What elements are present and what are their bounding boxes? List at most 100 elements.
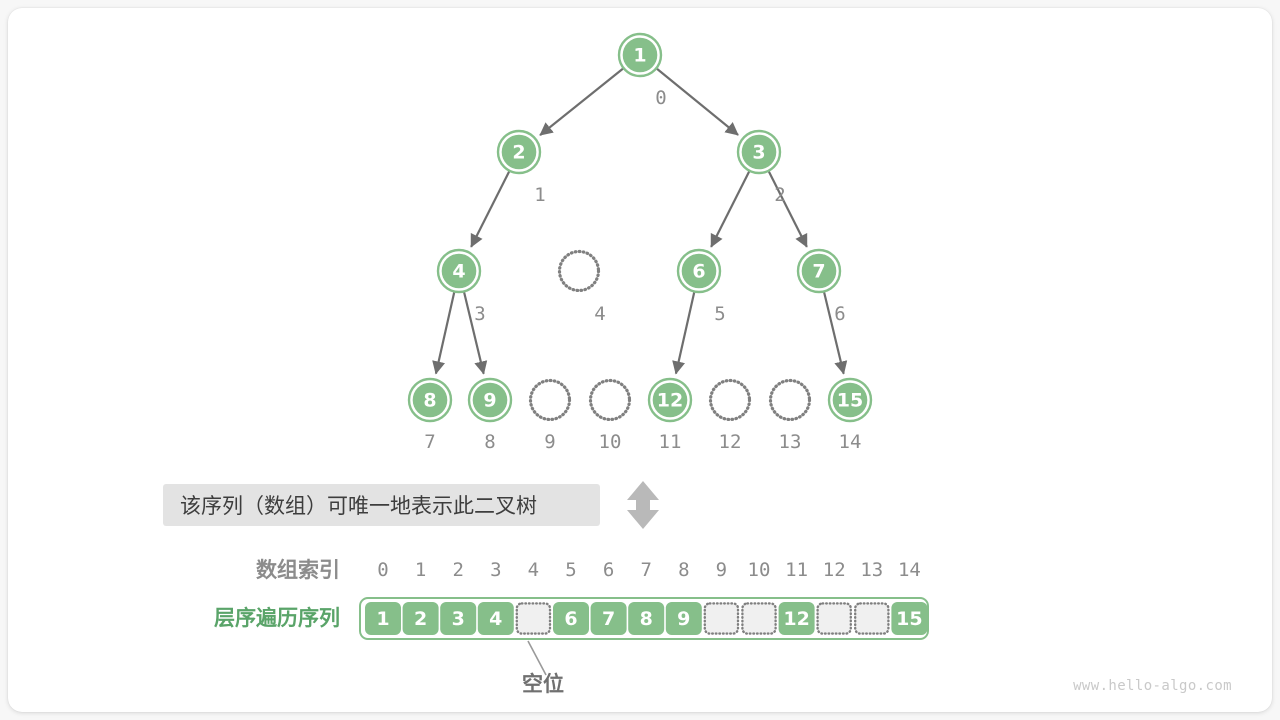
array-cell: 2 bbox=[402, 602, 439, 635]
tree-node-index: 7 bbox=[424, 431, 435, 453]
tree-node-index: 4 bbox=[594, 303, 605, 325]
tree-node-index: 3 bbox=[474, 303, 485, 325]
tree-node-value: 15 bbox=[837, 390, 863, 412]
array-cell-empty bbox=[703, 602, 740, 635]
tree-node-value: 9 bbox=[483, 390, 496, 412]
tree-node-empty bbox=[557, 249, 601, 293]
empty-slot-annotation: 空位 bbox=[522, 640, 564, 696]
caption-box: 该序列（数组）可唯一地表示此二叉树 bbox=[163, 484, 600, 526]
array-index-label: 1 bbox=[415, 559, 426, 581]
array-cell: 15 bbox=[891, 602, 928, 635]
tree-node-index: 9 bbox=[544, 431, 555, 453]
array-cell-value: 7 bbox=[602, 608, 615, 630]
diagram-card bbox=[8, 8, 1272, 712]
tree-node: 12 bbox=[647, 377, 693, 423]
tree-node-value: 4 bbox=[452, 261, 465, 283]
tree-node: 9 bbox=[467, 377, 513, 423]
tree-node-value: 8 bbox=[423, 390, 436, 412]
tree-node-index: 11 bbox=[659, 431, 682, 453]
tree-edge bbox=[470, 171, 511, 248]
tree-edge bbox=[539, 67, 624, 136]
tree-node-index: 8 bbox=[484, 431, 495, 453]
array-cell-value: 1 bbox=[376, 608, 389, 630]
tree-edge bbox=[463, 292, 488, 375]
array-cell-value: 2 bbox=[414, 608, 427, 630]
watermark: www.hello-algo.com bbox=[1073, 678, 1232, 694]
tree-node-index: 2 bbox=[774, 184, 785, 206]
tree-edge bbox=[823, 292, 848, 375]
array-cell-empty bbox=[741, 602, 777, 635]
array-index-label: 3 bbox=[490, 559, 501, 581]
tree-node: 8 bbox=[407, 377, 453, 423]
array-index-label: 4 bbox=[528, 559, 539, 581]
tree-edge bbox=[656, 68, 739, 136]
array-cell-value: 15 bbox=[896, 608, 922, 630]
tree-node-empty bbox=[588, 378, 632, 422]
array-cell-value: 8 bbox=[640, 608, 653, 630]
array-cell: 6 bbox=[553, 602, 589, 635]
array-cell-empty bbox=[515, 602, 552, 635]
tree-node-index: 10 bbox=[599, 431, 622, 453]
tree-node-index: 6 bbox=[834, 303, 845, 325]
array-index-label: 14 bbox=[898, 559, 921, 581]
array-cell-empty bbox=[816, 602, 852, 635]
tree-node-value: 3 bbox=[752, 142, 765, 164]
up-down-arrow-icon bbox=[627, 481, 659, 529]
array-index-label: 0 bbox=[377, 559, 388, 581]
array-cell-empty bbox=[854, 602, 890, 635]
tree-node-index: 12 bbox=[719, 431, 742, 453]
tree-node-value: 2 bbox=[512, 142, 525, 164]
array-index-label: 10 bbox=[748, 559, 771, 581]
tree-edge bbox=[432, 292, 456, 375]
tree-node: 1 bbox=[617, 32, 663, 78]
tree-node: 2 bbox=[496, 129, 542, 175]
tree-node: 3 bbox=[736, 129, 782, 175]
tree-node-empty bbox=[708, 378, 752, 422]
tree-node-value: 6 bbox=[692, 261, 705, 283]
tree-node-value: 7 bbox=[812, 261, 825, 283]
array-index-label: 9 bbox=[716, 559, 727, 581]
array-index-label: 6 bbox=[603, 559, 614, 581]
array-index-label: 13 bbox=[860, 559, 883, 581]
empty-slot-label: 空位 bbox=[522, 672, 564, 696]
tree-node-index: 1 bbox=[534, 184, 545, 206]
tree-node-value: 1 bbox=[633, 45, 646, 67]
tree-node: 4 bbox=[436, 248, 482, 294]
tree-edges bbox=[432, 67, 848, 375]
array-cell: 8 bbox=[628, 602, 665, 635]
array-container bbox=[359, 597, 929, 640]
tree-node-index: 5 bbox=[714, 303, 725, 325]
array-index-label: 12 bbox=[823, 559, 846, 581]
array-cell-value: 6 bbox=[564, 608, 577, 630]
array-cell: 1 bbox=[365, 602, 401, 635]
tree-node: 6 bbox=[676, 248, 722, 294]
tree-edge bbox=[672, 292, 696, 375]
tree-node-empty bbox=[768, 378, 812, 422]
array-cell: 9 bbox=[665, 602, 702, 635]
array-index-label: 11 bbox=[785, 559, 808, 581]
array-index-row-label: 数组索引 bbox=[256, 558, 340, 582]
tree-edge bbox=[767, 171, 808, 248]
array-cell-value: 4 bbox=[489, 608, 502, 630]
array-values-row-label: 层序遍历序列 bbox=[214, 606, 340, 630]
array-cell-value: 9 bbox=[677, 608, 690, 630]
array-index-label: 8 bbox=[678, 559, 689, 581]
array-cell: 4 bbox=[477, 602, 514, 635]
array-cell-value: 3 bbox=[452, 608, 465, 630]
array-cell-value: 12 bbox=[783, 608, 809, 630]
tree-node-index: 0 bbox=[655, 87, 666, 109]
tree-node: 7 bbox=[796, 248, 842, 294]
tree-edge bbox=[710, 171, 751, 248]
tree-node-index: 13 bbox=[779, 431, 802, 453]
array-index-label: 2 bbox=[452, 559, 463, 581]
tree-node: 15 bbox=[827, 377, 873, 423]
array-cell: 3 bbox=[440, 602, 477, 635]
array-index-label: 5 bbox=[565, 559, 576, 581]
tree-node-value: 12 bbox=[657, 390, 683, 412]
